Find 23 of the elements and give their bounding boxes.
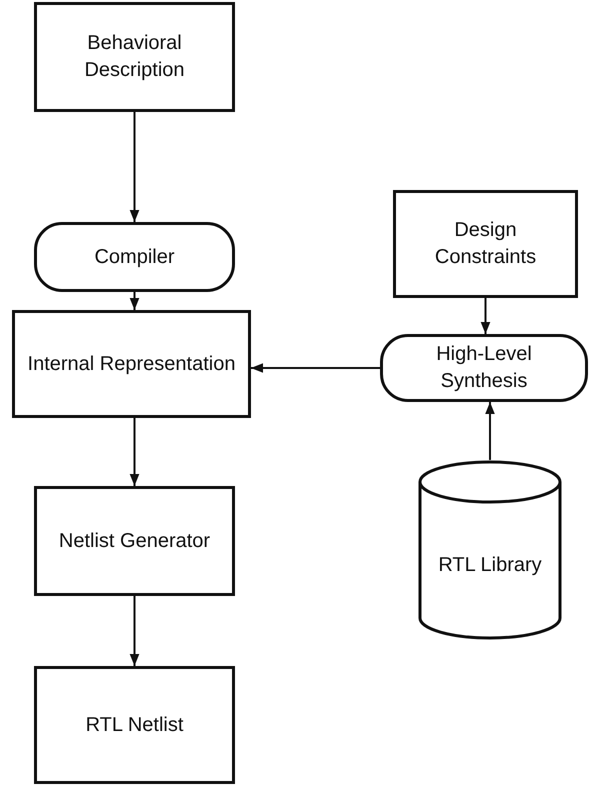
node-label: RTL Netlist — [86, 712, 184, 738]
process-box — [393, 190, 578, 298]
process-terminal — [380, 334, 588, 402]
arrow — [485, 402, 495, 460]
arrow — [251, 363, 380, 373]
node-label: RTL Library — [438, 552, 542, 578]
process-box — [34, 2, 235, 112]
node-label: Netlist Generator — [58, 528, 210, 554]
arrow — [130, 418, 140, 486]
process-terminal — [34, 222, 235, 292]
arrow — [130, 112, 140, 222]
node-label: Behavioral Description — [83, 31, 186, 83]
process-box — [12, 310, 251, 418]
node-label: Internal Representation — [28, 352, 236, 376]
node-label: Design Constraints — [434, 218, 538, 270]
node-label: Compiler — [94, 244, 175, 270]
node-label: High-Level Synthesis — [435, 342, 533, 394]
process-box — [34, 666, 235, 784]
process-box — [34, 486, 235, 596]
database-cylinder — [418, 460, 562, 640]
arrow — [130, 292, 140, 310]
arrow — [480, 298, 490, 334]
arrow — [130, 596, 140, 666]
